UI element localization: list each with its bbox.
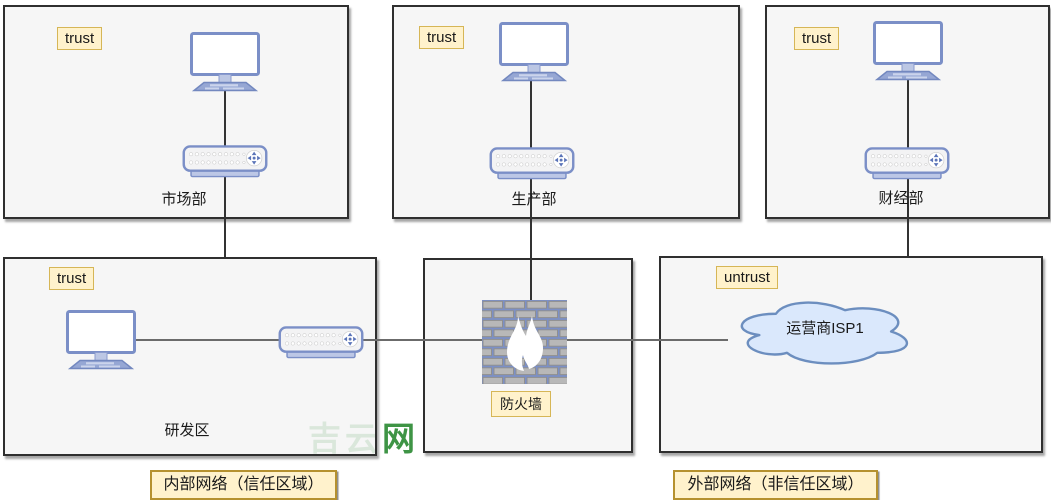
zone-tag-trust: trust <box>57 27 103 50</box>
network-switch-icon <box>489 147 575 180</box>
connector-production-to-firewall <box>530 81 532 302</box>
label-marketing-dept: 市场部 <box>161 191 207 208</box>
desktop-computer-icon <box>873 21 943 81</box>
zone-box-marketing <box>3 5 349 219</box>
zone-tag-trust: trust <box>49 267 95 290</box>
firewall-brick-flame-icon <box>482 300 567 384</box>
network-switch-icon <box>182 145 268 178</box>
network-switch-icon <box>278 326 364 359</box>
label-finance-dept: 财经部 <box>878 190 924 207</box>
zone-tag-untrust: untrust <box>716 266 778 289</box>
network-switch-icon <box>864 147 950 180</box>
desktop-computer-icon <box>499 22 569 82</box>
label-firewall: 防火墙 <box>491 391 551 417</box>
label-production-dept: 生产部 <box>511 191 557 208</box>
desktop-computer-icon <box>66 310 136 370</box>
connector-firewall-to-cloud <box>565 339 728 341</box>
label-external-network: 外部网络（非信任区域） <box>673 470 878 500</box>
desktop-computer-icon <box>190 32 260 92</box>
label-rnd-area: 研发区 <box>164 422 210 439</box>
zone-tag-trust: trust <box>419 26 465 49</box>
isp-cloud-icon <box>727 296 917 367</box>
label-isp-cloud: 运营商ISP1 <box>786 320 864 337</box>
label-internal-network: 内部网络（信任区域） <box>150 470 337 500</box>
zone-tag-trust: trust <box>794 27 840 50</box>
